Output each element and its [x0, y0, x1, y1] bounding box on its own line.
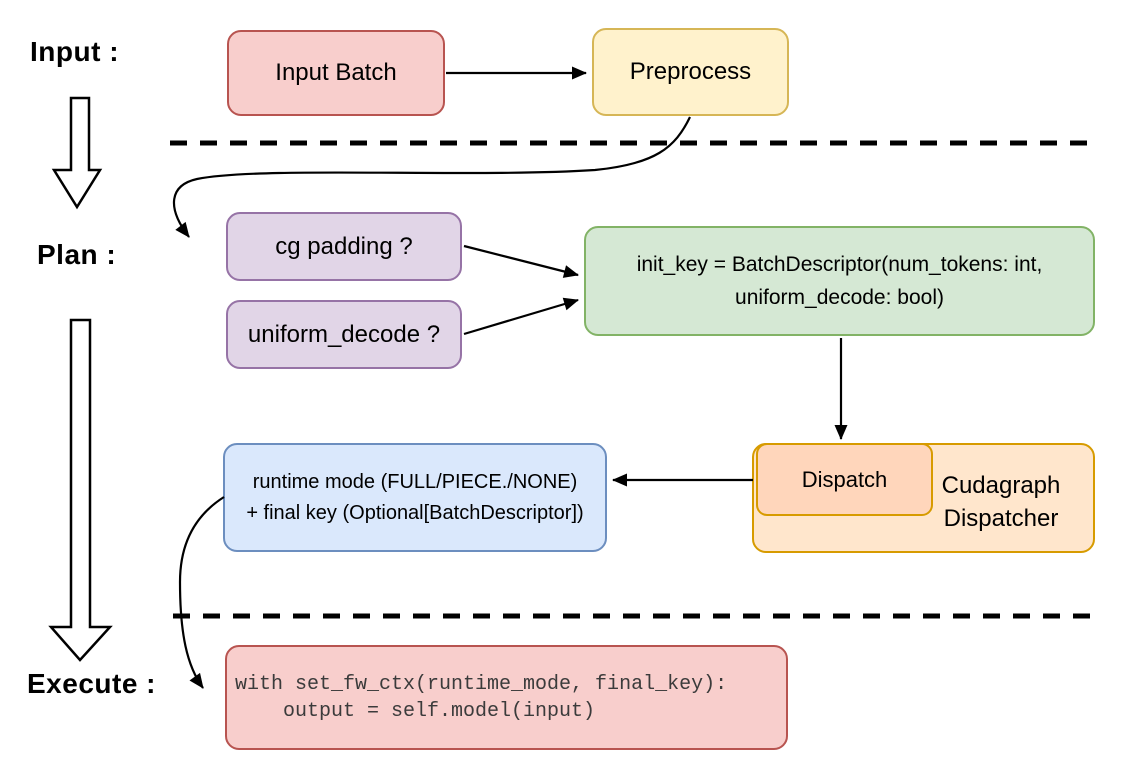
- execute-code-block: with set_fw_ctx(runtime_mode, final_key)…: [235, 671, 727, 725]
- node-runtime-line1: runtime mode (FULL/PIECE./NONE): [252, 470, 578, 493]
- node-uniform-decode: uniform_decode ?: [226, 300, 462, 369]
- hollow-arrow-input-to-plan: [51, 96, 103, 210]
- node-uniform-decode-label: uniform_decode ?: [247, 320, 441, 348]
- cudagraph-dispatcher-line2: Dispatcher: [943, 505, 1059, 532]
- arrow-cg-padding-to-init-key: [463, 244, 579, 278]
- node-dispatch-label: Dispatch: [801, 466, 888, 492]
- cudagraph-dispatcher-label: Cudagraph Dispatcher: [917, 469, 1085, 535]
- node-dispatch: Dispatch: [756, 443, 933, 516]
- node-init-key-line1: init_key = BatchDescriptor(num_tokens: i…: [636, 253, 1043, 276]
- hollow-arrow-plan-to-execute: [48, 318, 113, 662]
- arrow-uniform-decode-to-init-key: [463, 297, 579, 336]
- cudagraph-dispatcher-line1: Cudagraph: [941, 472, 1061, 499]
- node-input-batch-label: Input Batch: [275, 59, 397, 86]
- node-runtime-result: runtime mode (FULL/PIECE./NONE) + final …: [223, 443, 607, 552]
- node-preprocess-label: Preprocess: [629, 58, 752, 85]
- node-runtime-line2: + final key (Optional[BatchDescriptor]): [246, 501, 584, 524]
- node-input-batch: Input Batch: [227, 30, 445, 116]
- stage-label-input: Input :: [30, 36, 120, 67]
- node-cg-padding: cg padding ?: [226, 212, 462, 281]
- execute-code-line2: output = self.model(input): [235, 699, 596, 723]
- node-init-key: init_key = BatchDescriptor(num_tokens: i…: [584, 226, 1095, 336]
- node-init-key-line2: uniform_decode: bool): [735, 286, 944, 309]
- stage-label-execute: Execute :: [27, 668, 156, 699]
- node-cg-padding-label: cg padding ?: [275, 232, 413, 260]
- execute-code-line1: with set_fw_ctx(runtime_mode, final_key)…: [235, 672, 728, 696]
- arrow-runtime-result-to-execute-code: [178, 496, 225, 689]
- node-preprocess: Preprocess: [592, 28, 789, 116]
- stage-label-plan: Plan :: [37, 239, 117, 270]
- node-execute-code: with set_fw_ctx(runtime_mode, final_key)…: [225, 645, 788, 750]
